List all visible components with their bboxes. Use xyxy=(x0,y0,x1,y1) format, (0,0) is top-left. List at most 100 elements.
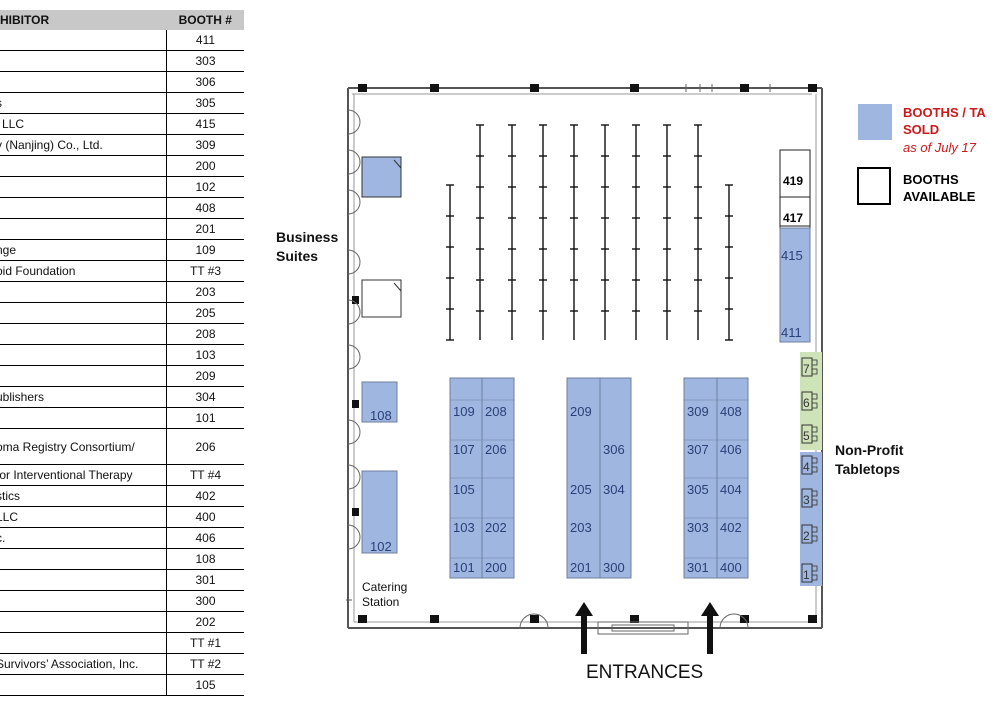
exhibitor-name-cell xyxy=(0,569,167,591)
wall-doors xyxy=(347,84,771,635)
table-row: nge109 xyxy=(0,239,244,261)
exhibitor-name-cell xyxy=(0,30,167,51)
booth-number-cell: 305 xyxy=(166,92,244,114)
exhibitor-name-cell xyxy=(0,674,167,696)
exhibitor-name-cell: Survivors’ Association, Inc. xyxy=(0,653,167,675)
table-row: 201 xyxy=(0,218,244,240)
tabletop-chair xyxy=(811,402,818,409)
booth-number: 419 xyxy=(783,174,803,188)
column-posts xyxy=(352,84,817,623)
table-row: c.406 xyxy=(0,527,244,549)
exhibitor-name-cell xyxy=(0,548,167,570)
booth-number: 303 xyxy=(687,520,709,535)
booth-number: 202 xyxy=(485,520,507,535)
booth-number: 415 xyxy=(781,248,803,263)
exhibitor-name-cell xyxy=(0,218,167,240)
seating-rows xyxy=(446,124,733,341)
exhibitor-name-cell xyxy=(0,365,167,387)
business-suite-sold xyxy=(361,156,402,198)
exhibitor-name-cell: l LLC xyxy=(0,113,167,135)
nonprofit-tabletops-label: Non-Profit Tabletops xyxy=(835,441,903,479)
booth-number-cell: 201 xyxy=(166,218,244,240)
booth-number-cell: 202 xyxy=(166,611,244,633)
catering-line2: Station xyxy=(362,595,400,609)
booth-number-cell: 203 xyxy=(166,281,244,303)
booth-number: 107 xyxy=(453,442,475,457)
exhibitor-name-cell xyxy=(0,407,167,429)
entrances-label: ENTRANCES xyxy=(586,662,704,683)
tabletop-chair xyxy=(811,565,818,572)
booth-number: 301 xyxy=(687,560,709,575)
tabletop xyxy=(801,357,813,377)
exhibitor-name-cell: LLC xyxy=(0,506,167,528)
table-header-row: HIBITOR BOOTH # xyxy=(0,10,244,30)
booth-number-cell: 109 xyxy=(166,239,244,261)
legend-sold-swatch xyxy=(858,104,892,140)
booth-number-cell: 105 xyxy=(166,674,244,696)
tabletop-chair xyxy=(811,499,818,506)
table-row: 108 xyxy=(0,548,244,570)
booth-number-cell: 400 xyxy=(166,506,244,528)
table-row: 102 xyxy=(0,176,244,198)
table-row: 103 xyxy=(0,344,244,366)
exhibitor-name-cell xyxy=(0,590,167,612)
booth-number: 201 xyxy=(570,560,592,575)
table-row: 200 xyxy=(0,155,244,177)
booth-number: 103 xyxy=(453,520,475,535)
legend-available-line2: AVAILABLE xyxy=(903,189,976,204)
exhibitor-name-cell: oma Registry Consortium/ xyxy=(0,428,167,465)
tabletop xyxy=(801,524,813,544)
legend-available-swatch xyxy=(857,167,891,205)
tabletop-number: 6 xyxy=(803,396,810,410)
tabletop xyxy=(801,424,813,444)
exhibitor-name-cell xyxy=(0,71,167,93)
booth-number: 400 xyxy=(720,560,742,575)
booth-cell xyxy=(361,470,398,554)
booth-number: 108 xyxy=(370,408,392,423)
booth-number: 206 xyxy=(485,442,507,457)
booth-number: 309 xyxy=(687,404,709,419)
tabletop-chair xyxy=(811,368,818,375)
business-suite-available xyxy=(361,279,402,318)
booth-number: 200 xyxy=(485,560,507,575)
legend-available-line1: BOOTHS xyxy=(903,172,959,187)
exhibitor-name-cell: s xyxy=(0,92,167,114)
tabletop-number: 1 xyxy=(803,568,810,582)
table-row: 303 xyxy=(0,50,244,72)
tabletop-chair xyxy=(811,435,818,442)
booth-number: 417 xyxy=(783,211,803,225)
table-row: stics402 xyxy=(0,485,244,507)
booth-number: 203 xyxy=(570,520,592,535)
booth-cell xyxy=(566,377,601,579)
booth-number: 101 xyxy=(453,560,475,575)
booth-number: 304 xyxy=(603,482,625,497)
tabletop-number: 3 xyxy=(803,493,810,507)
booth-number-cell: 205 xyxy=(166,302,244,324)
entrance-arrow-right xyxy=(701,602,719,654)
booth-number-cell: 200 xyxy=(166,155,244,177)
exhibitor-name-cell xyxy=(0,197,167,219)
booth-number: 307 xyxy=(687,442,709,457)
booth-number-cell: TT #4 xyxy=(166,464,244,486)
tabletop-chair xyxy=(811,535,818,542)
booth-number-cell: 406 xyxy=(166,527,244,549)
nonprofit-area-sold xyxy=(800,452,822,586)
booth-number-cell: 102 xyxy=(166,176,244,198)
entrance-arrow-left xyxy=(575,602,593,654)
tabletop-chair xyxy=(811,457,818,464)
booth-number-cell: 103 xyxy=(166,344,244,366)
exhibitor-name-cell: y (Nanjing) Co., Ltd. xyxy=(0,134,167,156)
table-row: TT #1 xyxy=(0,632,244,654)
table-row: s305 xyxy=(0,92,244,114)
booth-cell xyxy=(779,227,811,343)
tabletop-chair xyxy=(811,574,818,581)
booth-number: 306 xyxy=(603,442,625,457)
booth-number-cell: 408 xyxy=(166,197,244,219)
